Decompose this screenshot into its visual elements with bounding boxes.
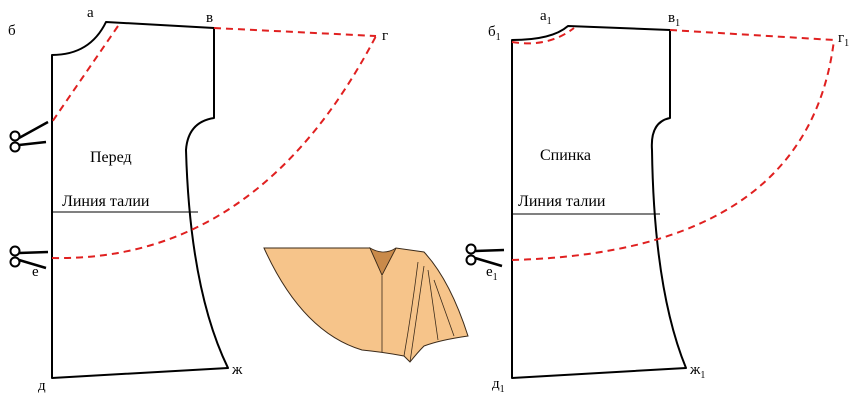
back-title: Спинка	[540, 147, 591, 164]
cape-shape	[263, 247, 469, 363]
back-point-g: г1	[838, 30, 849, 49]
front-title: Перед	[90, 149, 132, 166]
back-piece: Спинка Линия талии а1 б1 в1 г1 е1 д1 ж1	[486, 8, 849, 395]
front-waist-label: Линия талии	[62, 193, 150, 210]
scissors-icon	[9, 245, 49, 270]
front-point-d: д	[38, 378, 46, 394]
back-point-v: в1	[668, 10, 680, 29]
scissors-icon	[465, 243, 505, 268]
front-point-a: а	[87, 5, 94, 21]
front-point-b: б	[8, 23, 16, 39]
back-neck-cut-line	[511, 27, 575, 45]
back-point-d: д1	[492, 376, 505, 395]
back-outline	[511, 25, 687, 379]
back-point-zh: ж1	[689, 362, 705, 381]
cape-illustration	[263, 247, 469, 363]
front-piece: Перед Линия талии а б в г е д ж	[8, 5, 388, 394]
front-shoulder-cut-line	[213, 27, 377, 37]
back-hem-cut-line	[511, 39, 835, 261]
back-waist-label: Линия талии	[518, 193, 606, 210]
cape-folds	[403, 261, 455, 363]
front-hem-cut-line	[51, 35, 377, 260]
front-point-zh: ж	[231, 362, 243, 378]
front-point-v: в	[206, 10, 213, 26]
scissors-icon	[9, 120, 49, 153]
back-shoulder-cut-line	[669, 29, 835, 41]
back-point-a: а1	[540, 8, 552, 27]
back-point-b: б1	[488, 24, 501, 43]
front-outline	[51, 21, 229, 379]
front-point-e: е	[32, 264, 39, 280]
back-point-e: е1	[486, 264, 498, 283]
front-point-g: г	[382, 28, 388, 44]
cape-neck	[369, 247, 397, 276]
front-neck-cut-line	[51, 25, 119, 123]
